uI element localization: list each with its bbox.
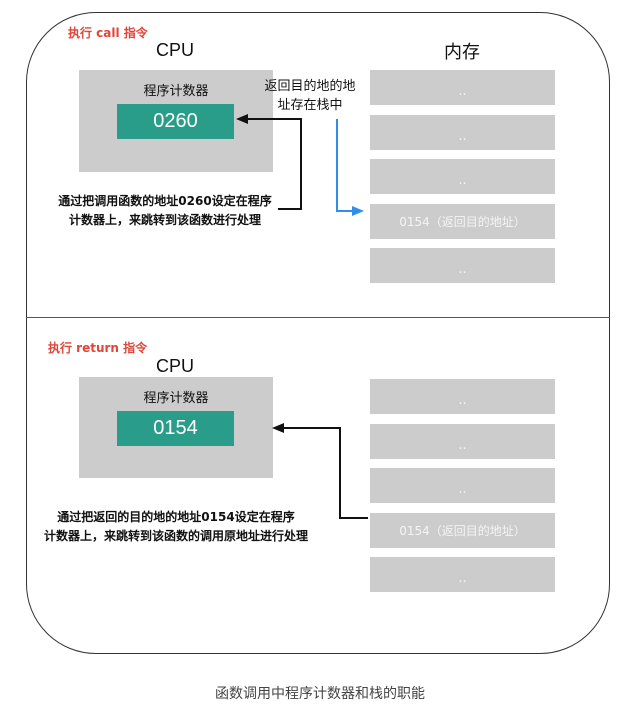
memory-cell: .. [370,424,555,459]
stack-arrow-line [336,119,352,212]
panel-divider [26,317,610,318]
description-line: 计数器上，来跳转到该函数进行处理 [68,213,261,227]
program-counter-value: 0260 [117,104,234,139]
memory-cell-return-address: 0154（返回目的地址） [370,204,555,239]
return-pc-arrow-line [282,427,368,519]
call-instruction-label: 执行 call 指令 [68,26,148,40]
description-line: 通过把调用函数的地址0260设定在程序 [58,194,272,208]
memory-cell: .. [370,159,555,194]
diagram-frame [26,12,610,654]
program-counter-label: 程序计数器 [143,391,209,406]
call-pc-arrow-line [246,118,302,210]
stack-note-line: 址存在栈中 [277,98,343,113]
memory-cell: .. [370,248,555,283]
program-counter-label: 程序计数器 [143,84,209,99]
cpu-title: CPU [156,356,195,376]
memory-title: 内存 [444,42,480,63]
memory-cell-return-address: 0154（返回目的地址） [370,513,555,548]
cpu-box: 程序计数器 0260 [79,70,273,172]
return-description: 通过把返回的目的地的地址0154设定在程序 计数器上，来跳转到该函数的调用原地址… [26,508,326,546]
return-instruction-label: 执行 return 指令 [48,341,148,355]
figure-caption: 函数调用中程序计数器和栈的职能 [215,686,425,702]
stack-arrowhead-icon [352,206,364,216]
call-pc-arrowhead-icon [236,114,248,124]
call-description: 通过把调用函数的地址0260设定在程序 计数器上，来跳转到该函数进行处理 [40,192,290,230]
program-counter-value: 0154 [117,411,234,446]
description-line: 通过把返回的目的地的地址0154设定在程序 [57,510,295,524]
cpu-title: CPU [156,40,195,60]
memory-cell: .. [370,468,555,503]
memory-cell: .. [370,557,555,592]
cpu-box: 程序计数器 0154 [79,377,273,478]
stack-note-line: 返回目的地的地 [264,79,356,94]
memory-cell: .. [370,115,555,150]
return-pc-arrowhead-icon [272,423,284,433]
memory-cell: .. [370,379,555,414]
description-line: 计数器上，来跳转到该函数的调用原地址进行处理 [43,529,308,543]
memory-cell: .. [370,70,555,105]
stack-note: 返回目的地的地 址存在栈中 [262,77,358,115]
